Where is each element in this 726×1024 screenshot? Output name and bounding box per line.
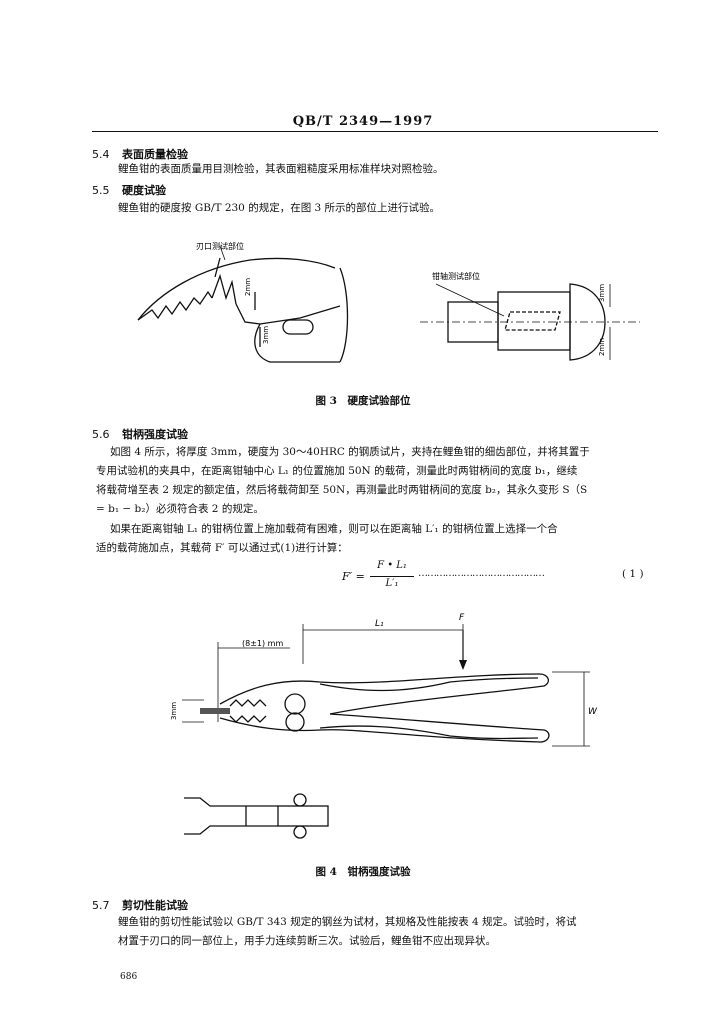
w-label: W	[588, 707, 598, 717]
section-5-7-heading: 5.7 剪切性能试验	[92, 897, 188, 913]
section-title: 表面质量检验	[122, 148, 188, 161]
dim-2mm-label: 2mm	[244, 278, 252, 296]
force-arrowhead	[459, 660, 467, 670]
section-5-6-para-1-line-2: 专用试验机的夹具中，在距离钳轴中心 L₁ 的位置施加 50N 的载荷，测量此时两…	[96, 465, 578, 477]
leader-line	[219, 245, 226, 261]
section-5-6-para-2-line-1: 如果在距离钳轴 L₁ 的钳柄位置上施加载荷有困难，则可以在距离轴 L′₁ 的钳柄…	[110, 523, 558, 535]
fraction-bar	[370, 576, 414, 577]
section-5-4-heading: 5.4 表面质量检验	[92, 146, 188, 162]
figure-4-caption: 图 4 钳柄强度试验	[315, 866, 411, 878]
formula-denominator: L′₁	[385, 578, 399, 589]
section-5-4-body: 鲤鱼钳的表面质量用目测检验，其表面粗糙度采用标准样块对照检验。	[118, 163, 444, 175]
label-pivot-test-area: 钳轴测试部位	[432, 271, 480, 281]
dim-8mm-label: (8±1) mm	[242, 639, 283, 648]
section-title: 剪切性能试验	[122, 899, 188, 912]
jaw-sketch	[137, 257, 349, 363]
section-title: 钳柄强度试验	[122, 428, 188, 441]
section-5-7-line-2: 材置于刃口的同一部位上，用手力连续剪断三次。试验后，鲤鱼钳不应出现异状。	[118, 935, 496, 947]
section-title: 硬度试验	[122, 184, 166, 197]
page-number: 686	[120, 972, 138, 982]
section-5-6-para-1-line-3: 将载荷增至表 2 规定的额定值，然后将载荷卸至 50N，再测量此时两钳柄间的宽度…	[96, 484, 588, 496]
section-5-6-para-1-line-1: 如图 4 所示，将厚度 3mm，硬度为 30～40HRC 的钢质试片，夹持在鲤鱼…	[110, 446, 590, 458]
figure-4-drawing: L₁ F (8±1) mm 3mm W	[170, 613, 598, 839]
dim-3mm-label: 3mm	[262, 326, 270, 344]
section-number: 5.7	[92, 899, 110, 912]
pivot-sketch	[420, 283, 640, 361]
formula-numerator: F • L₁	[377, 560, 407, 571]
force-label: F	[459, 613, 465, 623]
section-5-5-body: 鲤鱼钳的硬度按 GB/T 230 的规定，在图 3 所示的部位上进行试验。	[118, 202, 441, 214]
pliers-sketch	[219, 673, 550, 743]
section-number: 5.6	[92, 428, 110, 441]
formula-leader-dots: ……………………………………	[418, 568, 545, 579]
l1-label: L₁	[375, 619, 384, 629]
section-5-6-heading: 5.6 钳柄强度试验	[92, 426, 188, 442]
header-rule	[92, 131, 658, 132]
section-number: 5.5	[92, 184, 110, 197]
section-5-6-para-1-line-4: = b₁ − b₂）必须符合表 2 的规定。	[96, 503, 264, 515]
figure-3-drawing: 刃口测试部位 2mm 3mm 钳轴测试部位 3mm 2mm	[137, 241, 640, 363]
dim-3mm-label: 3mm	[170, 702, 178, 720]
dim-2mm-right-label: 2mm	[598, 338, 606, 356]
side-view-sketch	[184, 793, 329, 839]
section-number: 5.4	[92, 148, 110, 161]
standard-number-header: QB/T 2349—1997	[292, 114, 434, 129]
leader-line	[435, 283, 505, 317]
dim-3mm-right-label: 3mm	[598, 284, 606, 302]
section-5-6-para-2-line-2: 适的载荷施加点，其载荷 F′ 可以通过式(1)进行计算：	[96, 542, 348, 554]
section-5-5-heading: 5.5 硬度试验	[92, 182, 166, 198]
figure-3-caption: 图 3 硬度试验部位	[315, 395, 411, 407]
formula-number: ( 1 )	[622, 568, 644, 580]
label-blade-test-area: 刃口测试部位	[196, 241, 244, 251]
test-piece	[200, 708, 230, 714]
section-5-7-line-1: 鲤鱼钳的剪切性能试验以 GB/T 343 规定的钢丝为试材，其规格及性能按表 4…	[118, 916, 577, 928]
formula-lhs: F′ =	[342, 570, 365, 583]
